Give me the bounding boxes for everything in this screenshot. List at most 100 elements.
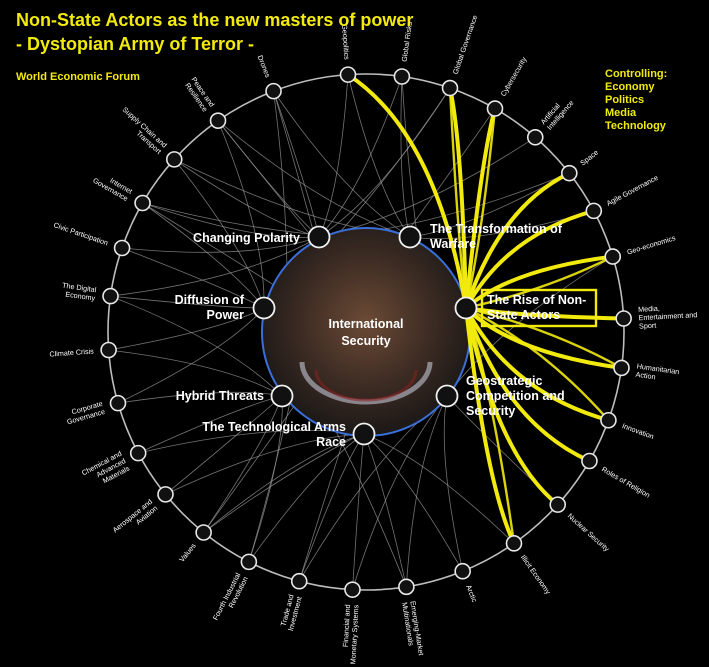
- controlling-item: Politics: [605, 94, 645, 106]
- inner-label-nonstate: State Actors: [487, 308, 560, 322]
- connection-line: [400, 76, 411, 238]
- outer-label-arctic: Arctic: [464, 583, 479, 603]
- connection-line: [117, 307, 265, 404]
- outer-node-illicit: [505, 535, 523, 552]
- highlighted-connection: [464, 306, 623, 370]
- connection-line: [117, 391, 283, 404]
- highlighted-connection: [346, 72, 468, 310]
- highlight-box: [480, 288, 598, 328]
- connection-line: [142, 202, 320, 239]
- controlling-heading: Controlling:: [605, 68, 668, 80]
- outer-label-line: Agile Governance: [605, 173, 660, 208]
- highlighted-connection: [464, 106, 497, 310]
- connection-line: [217, 120, 411, 238]
- controlling-item: Media: [605, 107, 637, 119]
- outer-label-agile: Agile Governance: [605, 173, 660, 208]
- outer-label-line: Innovation: [621, 421, 655, 441]
- outer-node-cyber: [486, 100, 504, 117]
- connection-line: [405, 395, 448, 587]
- outer-label-line: Economy: [65, 290, 96, 303]
- outer-node-civic: [113, 239, 131, 257]
- inner-label-warfare: Warfare: [430, 237, 476, 251]
- connection-line: [347, 74, 411, 238]
- outer-node-emerging: [398, 578, 415, 596]
- inner-label-geostrategic: Competition and: [466, 389, 565, 403]
- inner-node-techrace: [352, 422, 376, 446]
- title-line-2: - Dystopian Army of Terror -: [16, 34, 255, 54]
- inner-node-polarity: [307, 225, 331, 249]
- outer-label-line: Drones: [256, 54, 273, 79]
- outer-label-globalgov: Global Governance: [451, 14, 480, 75]
- outer-label-line: Roles of Religion: [600, 465, 652, 500]
- outer-node-media: [615, 310, 632, 327]
- council-table-arc: [299, 361, 433, 405]
- controlling-list: Controlling: Economy Politics Media Tech…: [605, 68, 667, 133]
- highlighted-connection: [464, 306, 516, 546]
- outer-label-religion: Roles of Religion: [600, 465, 652, 500]
- highlighted-connection: [464, 107, 497, 310]
- center-title-line-1: International: [328, 317, 403, 331]
- connection-line: [217, 120, 320, 238]
- inner-label-nonstate: The Rise of Non-: [487, 293, 586, 307]
- node-layer: [100, 66, 632, 598]
- outer-node-trade: [290, 572, 308, 590]
- outer-label-illicit: Illicit Economy: [519, 553, 553, 596]
- connection-line: [122, 236, 320, 253]
- outer-node-values: [195, 524, 212, 541]
- connection-line: [273, 90, 411, 238]
- outer-node-internet: [134, 194, 151, 212]
- highlighted-connection: [464, 306, 560, 507]
- inner-node-warfare: [398, 225, 422, 249]
- inner-label-polarity: Changing Polarity: [193, 231, 300, 245]
- connection-line: [110, 295, 283, 397]
- inner-label-geostrategic: Security: [466, 404, 515, 418]
- outer-label-line: Arctic: [464, 583, 479, 603]
- outer-node-innovation: [600, 411, 617, 429]
- inner-label-diffusion: Diffusion of: [175, 293, 245, 307]
- outer-node-climate: [100, 341, 117, 359]
- connection-line: [203, 395, 283, 533]
- outer-label-line: Civic Participation: [52, 220, 109, 247]
- outer-node-digital: [102, 287, 119, 305]
- outer-label-line: Space: [578, 148, 600, 168]
- outer-label-drones: Drones: [256, 54, 273, 79]
- outer-label-cyber: Cybersecurity: [499, 55, 529, 98]
- highlighted-connection: [464, 255, 614, 310]
- inner-label-techrace: Race: [316, 435, 346, 449]
- connection-line: [173, 159, 265, 309]
- outer-label-climate: Climate Crisis: [49, 346, 94, 358]
- outer-node-agile: [585, 202, 603, 220]
- outer-label-line: Global Governance: [451, 14, 480, 75]
- outer-node-arctic: [454, 562, 471, 580]
- controlling-item: Technology: [605, 120, 666, 132]
- connection-line: [318, 74, 349, 238]
- outer-label-line: Illicit Economy: [519, 553, 553, 596]
- outer-node-financial: [344, 581, 361, 598]
- source-label: World Economic Forum: [16, 71, 140, 83]
- connection-line: [248, 395, 283, 563]
- highlighted-connection: [464, 306, 592, 463]
- highlighted-connection: [464, 254, 615, 310]
- outer-label-line: Monetary Systems: [348, 604, 360, 664]
- outer-label-line: Cybersecurity: [499, 55, 529, 98]
- connection-line: [108, 307, 265, 351]
- highlighted-connection: [464, 171, 572, 310]
- connection-line: [110, 236, 320, 297]
- outer-node-fourthir: [240, 553, 258, 571]
- connection-line: [318, 76, 403, 238]
- connection-line: [318, 87, 451, 238]
- outer-label-space: Space: [578, 148, 600, 168]
- connection-line: [248, 433, 365, 563]
